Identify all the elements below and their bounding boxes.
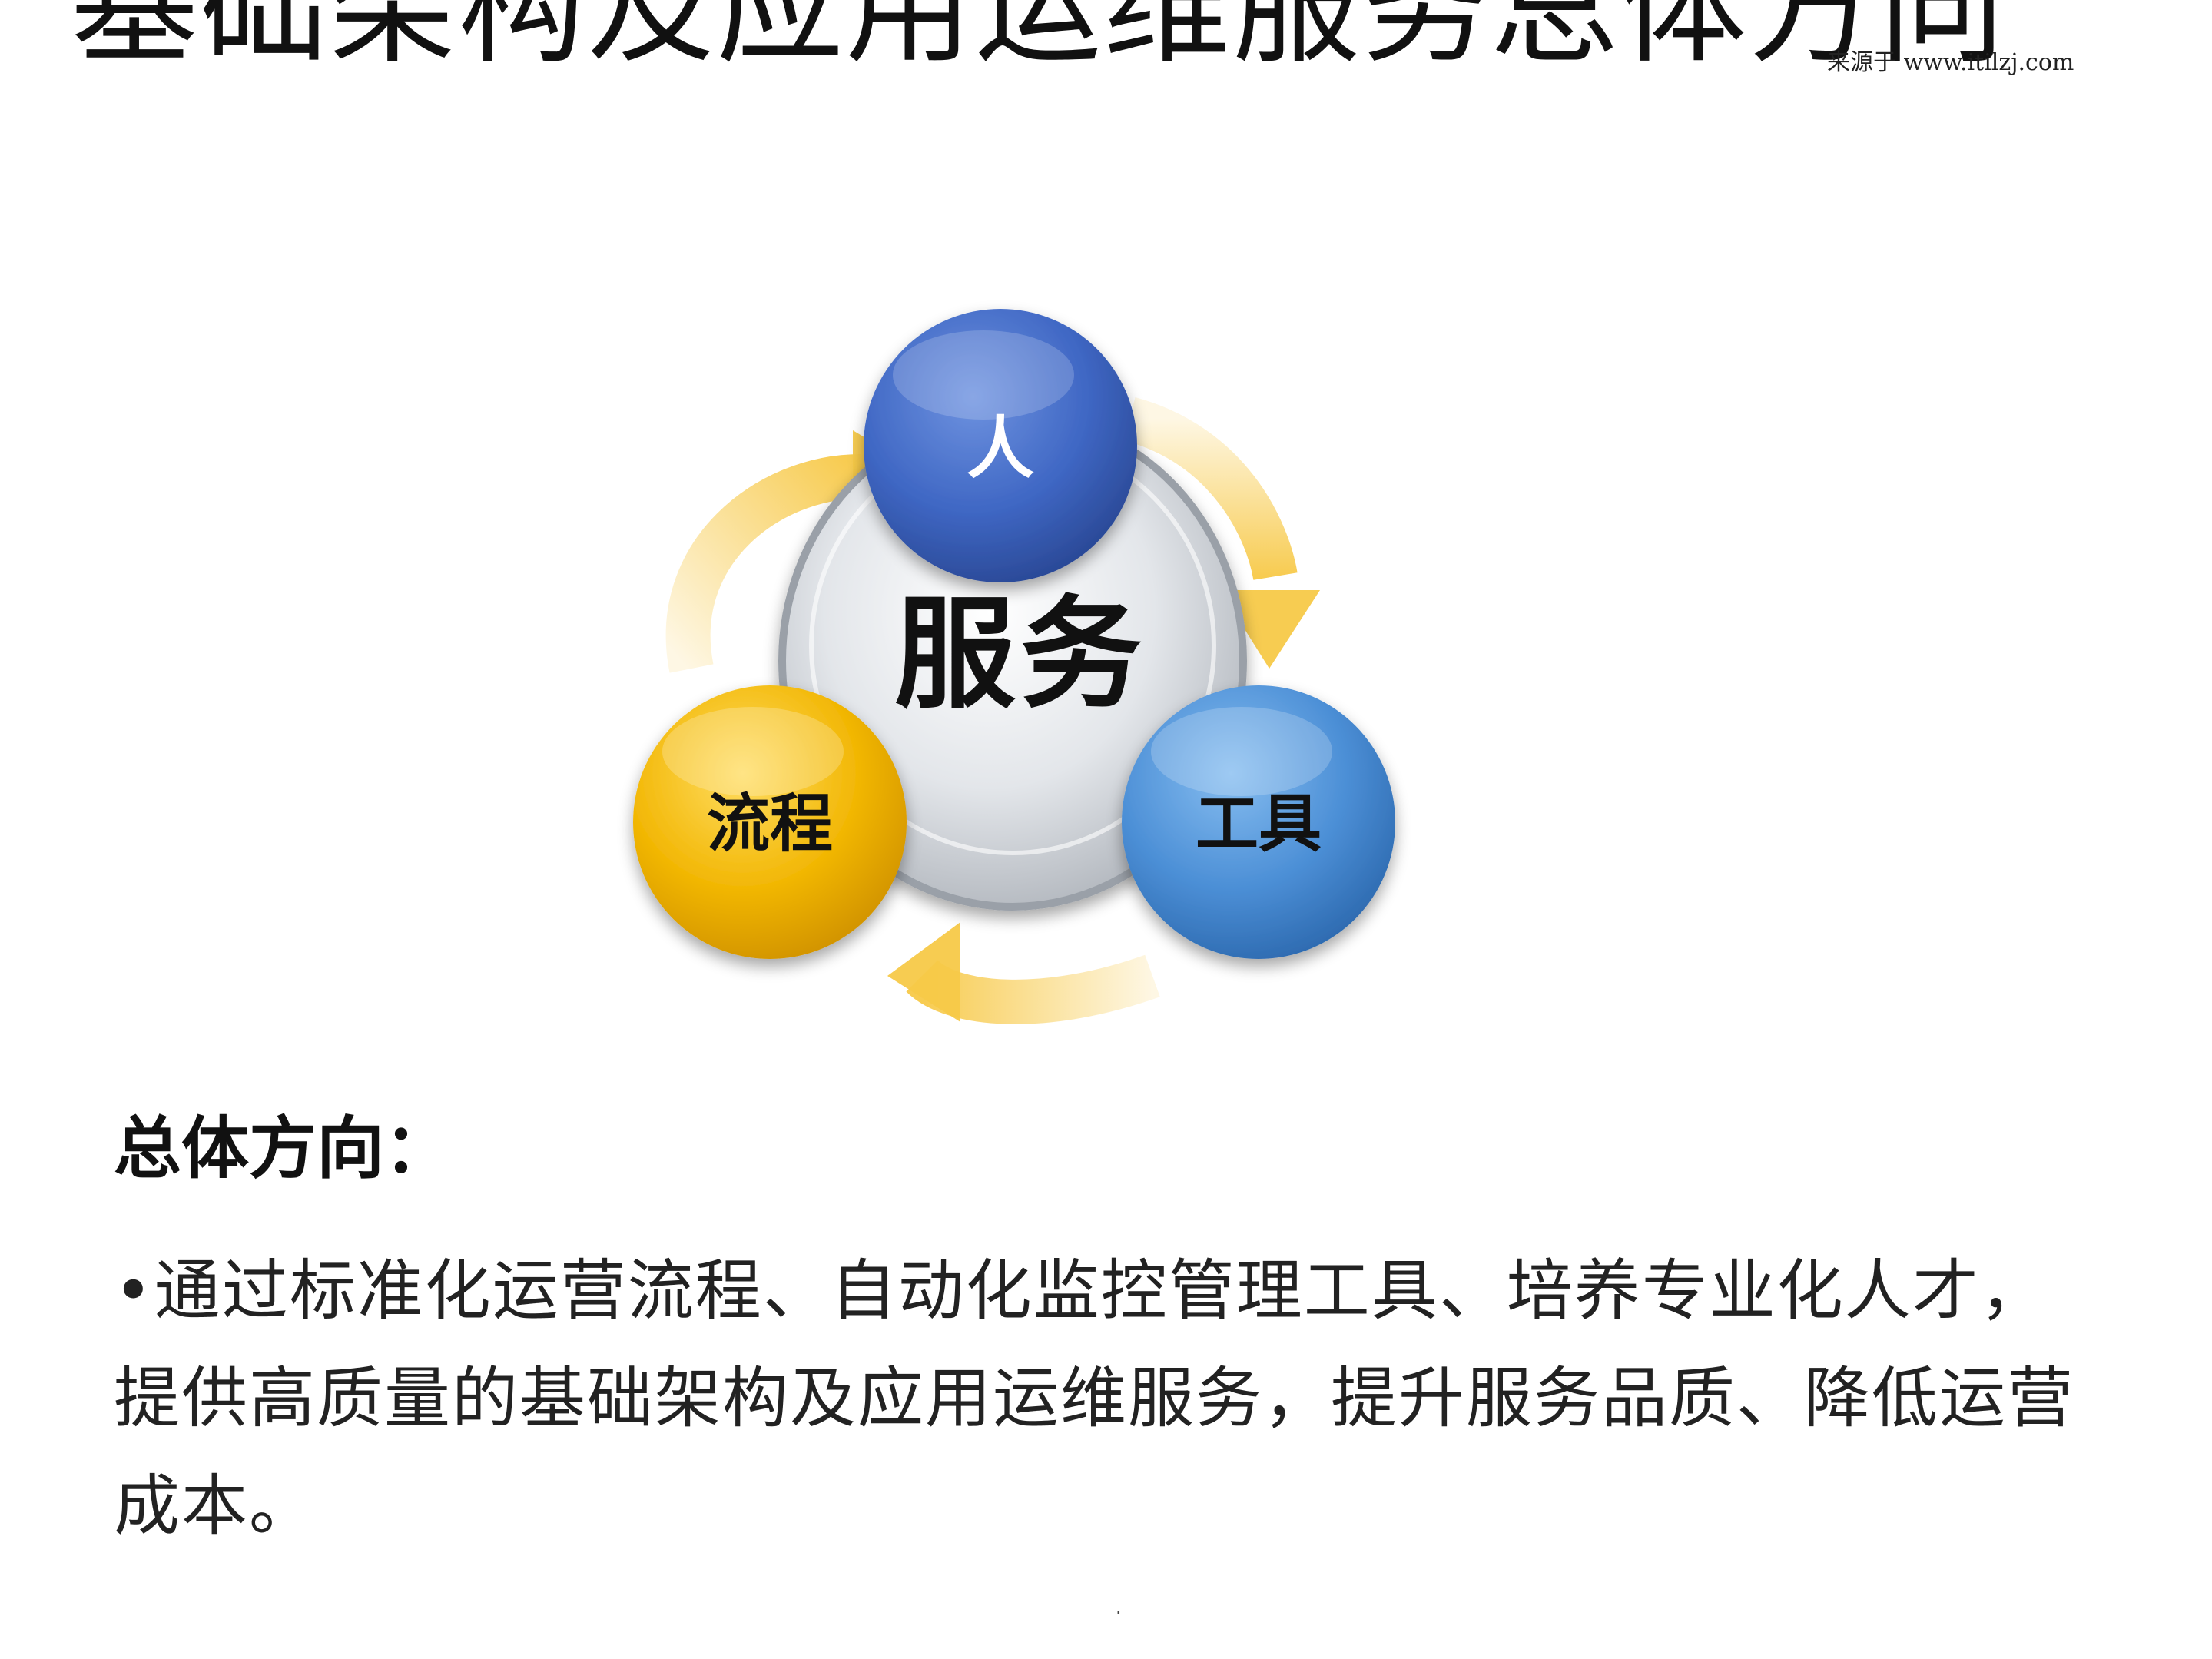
section-body: •通过标准化运营流程、自动化监控管理工具、培养专业化人才，提供高质量的基础架构及… — [114, 1253, 2074, 1545]
footer-mark: . — [1116, 1597, 1122, 1618]
service-cycle-diagram: 服务 人 工具 流程 — [599, 284, 1475, 1037]
center-label: 服务 — [894, 584, 1146, 725]
node-process — [633, 685, 907, 959]
node-tools — [1122, 685, 1395, 959]
node-people-label: 人 — [967, 409, 1034, 488]
section-heading: 总体方向： — [114, 1109, 453, 1188]
node-tools-label: 工具 — [1196, 788, 1322, 861]
source-watermark: 来源于 www.itilzj.com — [1827, 49, 2074, 76]
cycle-arrow-right — [1123, 397, 1320, 669]
node-people — [864, 309, 1137, 582]
node-process-label: 流程 — [707, 788, 833, 861]
cycle-arrow-bottom — [887, 922, 1160, 1024]
page-title: 基础架构及应用运维服务总体方向 — [71, 0, 2007, 81]
